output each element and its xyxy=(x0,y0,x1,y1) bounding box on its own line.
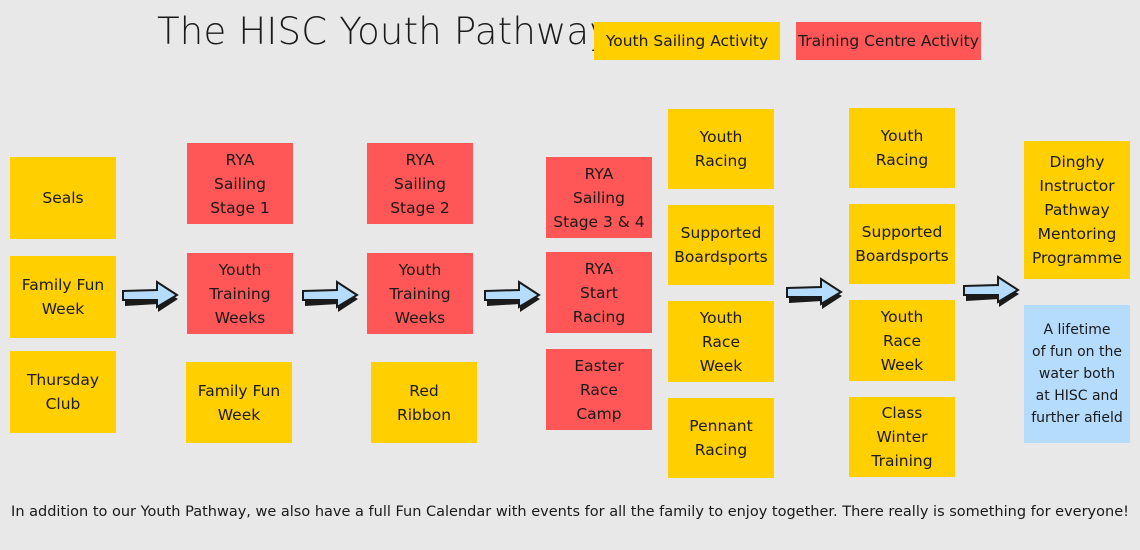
pathway-box: Easter Race Camp xyxy=(546,349,652,430)
arrow-right-icon xyxy=(302,280,359,312)
pathway-box: Youth Training Weeks xyxy=(187,253,293,334)
legend-training-centre: Training Centre Activity xyxy=(796,22,981,60)
pathway-box: Youth Race Week xyxy=(849,300,955,381)
arrow-right-icon xyxy=(786,277,843,309)
pathway-box: Youth Race Week xyxy=(668,301,774,382)
pathway-box: Family Fun Week xyxy=(10,256,116,338)
pathway-box: Family Fun Week xyxy=(186,362,292,443)
arrow-right-icon xyxy=(963,275,1020,307)
pathway-box: Pennant Racing xyxy=(668,398,774,478)
page-title: The HISC Youth Pathway xyxy=(157,10,612,53)
pathway-box: Supported Boardsports xyxy=(668,205,774,285)
pathway-box: Seals xyxy=(10,157,116,239)
arrow-right-icon xyxy=(484,280,541,312)
pathway-box: Youth Training Weeks xyxy=(367,253,473,334)
pathway-box: RYA Sailing Stage 1 xyxy=(187,143,293,224)
pathway-box: Youth Racing xyxy=(668,109,774,189)
pathway-box: Youth Racing xyxy=(849,108,955,188)
footer-note: In addition to our Youth Pathway, we als… xyxy=(11,504,1129,520)
pathway-box: RYA Sailing Stage 2 xyxy=(367,143,473,224)
legend-youth-sailing: Youth Sailing Activity xyxy=(594,22,780,60)
pathway-box: Thursday Club xyxy=(10,351,116,433)
pathway-box: RYA Sailing Stage 3 & 4 xyxy=(546,157,652,238)
pathway-box: A lifetime of fun on the water both at H… xyxy=(1024,305,1130,443)
pathway-box: Dinghy Instructor Pathway Mentoring Prog… xyxy=(1024,141,1130,279)
pathway-box: RYA Start Racing xyxy=(546,252,652,333)
arrow-right-icon xyxy=(122,280,179,312)
pathway-box: Supported Boardsports xyxy=(849,204,955,284)
pathway-box: Class Winter Training xyxy=(849,397,955,477)
pathway-box: Red Ribbon xyxy=(371,362,477,443)
